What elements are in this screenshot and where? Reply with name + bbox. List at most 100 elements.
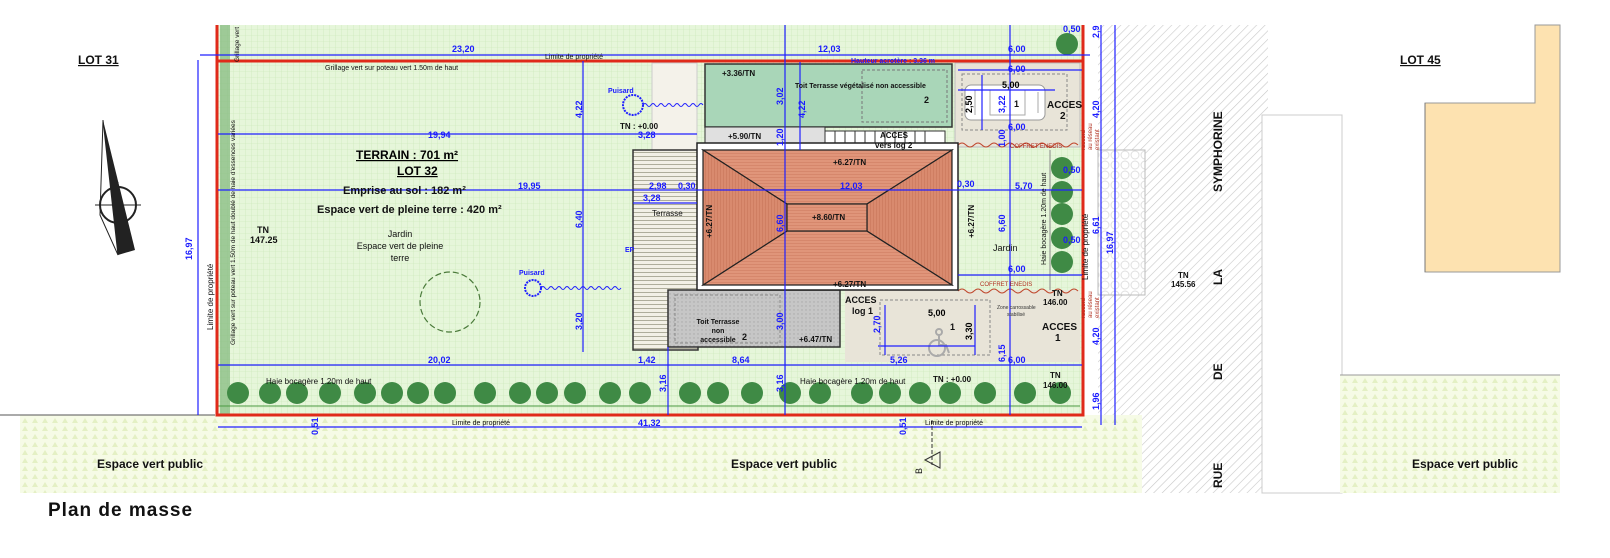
street-word: DE — [1211, 363, 1225, 380]
hedge-tree-icon — [1051, 203, 1073, 225]
dim-label: 2,9 — [1091, 25, 1101, 38]
dim-label: 0,50 — [1063, 165, 1081, 175]
street-word: LA — [1211, 269, 1225, 285]
raccord-label: raccord — [1081, 130, 1087, 150]
acces-log1-label: log 1 — [852, 306, 873, 316]
hedge-tree-icon — [319, 382, 341, 404]
hedge-tree-icon — [1056, 33, 1078, 55]
lot45-parcel — [1424, 24, 1561, 273]
acces-log2-label: vers log 2 — [875, 141, 913, 150]
hedge-tree-icon — [434, 382, 456, 404]
raccord-label: au réseau — [1088, 291, 1094, 318]
dim-label: 0,50 — [1063, 235, 1081, 245]
raccord-label: existant — [1095, 297, 1101, 318]
dim-label: 8,64 — [732, 355, 750, 365]
dim-label: 3,22 — [997, 95, 1007, 113]
tree-icon — [419, 271, 481, 333]
dim-label: 0,50 — [1063, 24, 1081, 34]
emprise-au-sol: Emprise au sol : 182 m² — [343, 185, 466, 197]
right-sidewalk — [1261, 114, 1343, 494]
wheelchair-icon — [928, 328, 950, 357]
hedge-tree-icon — [381, 382, 403, 404]
network-line-2 — [957, 142, 1079, 148]
green-roof-label: Toit Terrasse végétalisé non accessible — [795, 83, 926, 90]
jardin-right-label: Jardin — [993, 243, 1018, 253]
dim-label: 3,28 — [638, 130, 656, 140]
hedge-tree-icon — [599, 382, 621, 404]
hedge-tree-icon — [939, 382, 961, 404]
espace-vert-area: Espace vert de pleine terre : 420 m² — [317, 204, 502, 216]
acces-1-label: ACCES — [1042, 322, 1077, 333]
hedge-tree-icon — [474, 382, 496, 404]
lot-31-label: LOT 31 — [78, 53, 119, 67]
dim-label: 1,00 — [997, 129, 1007, 147]
drain-bottom — [540, 286, 622, 290]
acces-log2-label: ACCES — [880, 131, 909, 140]
hedge-tree-icon — [286, 382, 308, 404]
street-name: RUE DE LA SYMPHORINE — [1211, 111, 1225, 488]
hedge-label: Haie bocagère 1.20m de haut — [1041, 173, 1048, 265]
zone-label: stabilisé — [1007, 312, 1025, 318]
hedge-tree-icon — [879, 382, 901, 404]
dim-label: 19,94 — [428, 130, 451, 140]
hedge-label: Haie bocagère 1.20m de haut — [266, 377, 372, 386]
dim-label: 0,30 — [957, 179, 975, 189]
hedge-trees — [227, 33, 1078, 404]
dim-label: 1,96 — [1091, 392, 1101, 410]
level-label: +6.27/TN — [705, 205, 714, 238]
hip-roof — [696, 142, 959, 291]
acces-2-label: ACCES — [1047, 100, 1082, 111]
property-limit-label: Limite de propriété — [545, 54, 603, 61]
jardin-label: terre — [391, 253, 410, 263]
hedge-tree-icon — [1051, 251, 1073, 273]
dim-label: 3,16 — [775, 374, 785, 392]
hedge-tree-icon — [1014, 382, 1036, 404]
roof-terrace — [667, 289, 841, 348]
unit-number: 2 — [742, 332, 747, 342]
property-limit-label: Limite de propriété — [1081, 213, 1090, 280]
roof-terrace-label: accessible — [700, 337, 736, 344]
dim-label: 20,02 — [428, 355, 451, 365]
hedge-tree-icon — [909, 382, 931, 404]
street-circle-strip — [1097, 149, 1146, 296]
hedge-tree-icon — [1049, 382, 1071, 404]
dim-label: 2,50 — [964, 95, 974, 113]
dim-label: 6,60 — [775, 214, 785, 232]
dim-label: 16,97 — [184, 237, 194, 260]
dim-label: 3,00 — [775, 312, 785, 330]
acrotere-height-label: Hauteur acrotère : 3.36 m — [851, 58, 935, 65]
hedge-tree-icon — [1051, 227, 1073, 249]
raccord-label: au réseau — [1088, 123, 1094, 150]
dim-label: 5,26 — [890, 355, 908, 365]
dim-label: 0,51 — [898, 417, 908, 435]
dim-label: 41,32 — [638, 418, 661, 428]
section-label: B — [914, 468, 924, 474]
dim-label: 6,60 — [997, 214, 1007, 232]
dim-label: 6,00 — [1008, 122, 1026, 132]
tn-label: TN — [257, 225, 269, 235]
raccord-label: existant — [1095, 129, 1101, 150]
tn-value: 146.00 — [1043, 381, 1068, 390]
level-label: +3.36/TN — [722, 69, 755, 78]
raccord-bottom: raccord au réseau existant — [1081, 291, 1101, 318]
dim-label: 6,00 — [1008, 44, 1026, 54]
terrain-area: TERRAIN : 701 m² — [356, 148, 458, 162]
hedge-tree-icon — [809, 382, 831, 404]
dim-label: 6,00 — [1008, 64, 1026, 74]
property-limit-label: Limite de propriété — [452, 420, 510, 427]
tn-zero-label: TN : +0.00 — [933, 375, 972, 384]
drain-top — [642, 103, 704, 107]
dim-label: 3,30 — [964, 322, 974, 340]
roof-terrace-label: non — [712, 328, 725, 335]
parking-number: 1 — [950, 322, 955, 332]
level-label: +8.60/TN — [812, 213, 845, 222]
coffret-label: COFFRET ENEDIS — [980, 282, 1032, 288]
hedge-tree-icon — [354, 382, 376, 404]
dim-label: 5,70 — [1015, 181, 1033, 191]
tn-zero-label: TN : +0.00 — [620, 122, 659, 131]
street-word: RUE — [1211, 463, 1225, 488]
plan-title: Plan de masse — [48, 500, 193, 521]
hedge-tree-icon — [679, 382, 701, 404]
jardin-label: Espace vert de pleine — [357, 241, 444, 251]
